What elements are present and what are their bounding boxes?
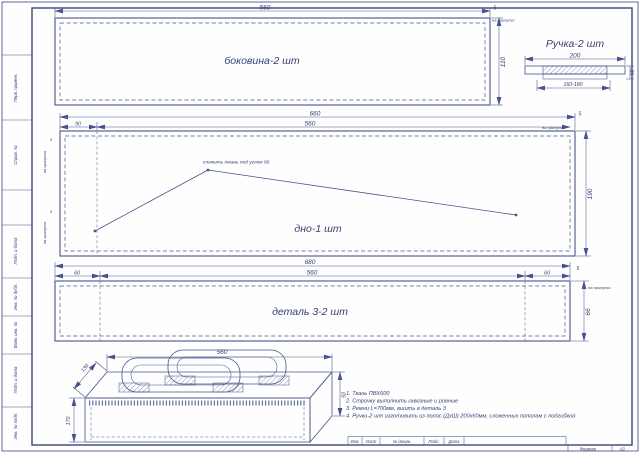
bag-handles — [118, 349, 290, 393]
stamp-col-dokum: № докум. — [393, 439, 411, 444]
fold-vertex-dot — [514, 213, 518, 217]
fold-vertex-dot — [93, 229, 97, 233]
note-line: 1. Ткань ПВХ600 — [346, 391, 390, 397]
bottom-allowance-dim: 5 — [579, 112, 582, 118]
assembly-flap-dim: 50 — [342, 392, 348, 398]
margin-block-label: Перв. примен. — [13, 74, 18, 103]
part3-right-dim: 60 — [544, 271, 550, 277]
part3-inner-dim: 560 — [307, 270, 318, 277]
handle-grip-hatch — [542, 65, 608, 75]
stamp-col-data: Дата — [447, 439, 460, 444]
handle-view: Ручка-2 шт 200 160-180 50 — [524, 38, 636, 91]
format-value: А3 — [618, 446, 625, 451]
part3-left-dim: 60 — [74, 271, 80, 277]
left-margin-column: Перв. примен. Справ. № Подп. и дата Инв.… — [2, 54, 32, 440]
bottom-fold-lines — [93, 168, 518, 233]
bottom-panel-stitch-line — [64, 135, 571, 252]
handle-seam-hatch — [118, 382, 150, 393]
side-panel-allowance-label: на припуски — [492, 18, 515, 23]
part3-extension-lines — [54, 262, 589, 342]
notes-block: 1. Ткань ПВХ600 2. Строчку выполнить скв… — [345, 391, 575, 420]
side-panel-stitch-line — [59, 22, 486, 101]
handle-title: Ручка-2 шт — [546, 38, 604, 50]
handle-range-dim: 160-180 — [563, 82, 582, 88]
part3-outline — [54, 280, 571, 342]
bottom-allowance-dim-left: 5 — [50, 137, 53, 142]
side-panel-height-dim: 110 — [500, 56, 507, 67]
handle-underfold-outline — [542, 73, 608, 80]
assembly-view: 560 130 170 50 — [66, 349, 348, 444]
bag-stitch-dashes — [90, 407, 305, 440]
handle-length-dim: 200 — [569, 53, 581, 60]
part3-total-dim: 680 — [305, 259, 316, 266]
margin-block-label: Взам. инв. № — [13, 321, 18, 348]
part3-height-dim: 66 — [585, 308, 592, 316]
bottom-height-dim: 190 — [587, 188, 594, 199]
title-stamp: Изм. Лист № докум. Подп. Дата — [347, 436, 567, 446]
bottom-panel-outline — [59, 130, 576, 257]
side-panel-label: боковина-2 шт — [224, 55, 299, 67]
bottom-panel-label: дно-1 шт — [294, 223, 341, 235]
handle-seam-hatch — [212, 382, 244, 393]
note-line: 3. Ремни L=700мм, вшить в деталь 3 — [346, 406, 447, 412]
side-panel-view: 560 5 на припуски 110 боковина-2 шт — [54, 5, 515, 106]
stamp-col-list: Лист — [365, 439, 377, 444]
bag-right-face — [309, 370, 333, 444]
format-block: Формат А3 — [567, 445, 625, 451]
part3-label: деталь 3-2 шт — [272, 306, 348, 318]
assembly-height-dim: 170 — [66, 417, 72, 426]
handle-width-dim: 50 — [630, 70, 636, 76]
bottom-allowance-label: на припуски — [542, 125, 565, 130]
handle-seam-hatch — [164, 375, 196, 386]
assembly-length-dim: 560 — [217, 349, 228, 356]
side-panel-allowance-dim: 5 — [494, 6, 497, 12]
margin-block-label: Подп. и дата — [13, 366, 18, 394]
bottom-inner-dim: 560 — [305, 121, 316, 128]
margin-dividers — [2, 54, 32, 408]
bottom-panel-view: 660 90 560 5 на припуски 5 на припуски 5… — [42, 111, 594, 257]
bottom-allowance-dim-left2: 5 — [50, 209, 53, 214]
margin-block-label: Справ. № — [13, 145, 18, 165]
part3-view: 680 60 560 60 5 на припуски деталь 3-2 ш… — [54, 259, 611, 342]
stamp-col-izm: Изм. — [351, 439, 360, 444]
bottom-left-dim: 90 — [75, 122, 81, 128]
bottom-fold-note: сложить ткань под углом 90 — [203, 160, 270, 166]
assembly-depth-dim-line — [73, 362, 97, 390]
bottom-allowance-label-left: на припуски — [42, 150, 47, 173]
bottom-total-dim: 660 — [310, 111, 321, 118]
part3-allowance-dim: 5 — [577, 266, 580, 272]
side-panel-width-dim: 560 — [260, 5, 271, 12]
margin-block-label: Инв. № подл. — [13, 413, 18, 440]
assembly-depth-dim: 130 — [80, 363, 90, 374]
part3-stitch-line — [59, 285, 566, 337]
bottom-allowance-label-left2: на припуски — [42, 221, 47, 244]
margin-block-label: Подп. и дата — [13, 237, 18, 265]
fold-vertex-dot — [206, 168, 210, 172]
format-label: Формат — [580, 446, 597, 451]
note-line: 2. Строчку выполнить сквозные и ровные — [345, 399, 458, 405]
stamp-col-podp: Подп. — [428, 439, 439, 444]
handle-seam-hatch — [258, 375, 290, 386]
part3-allowance-label: на припуски — [588, 285, 611, 290]
note-line: 4. Ручки-2 шт изготовить из полос (ДхШ) … — [346, 413, 575, 420]
margin-block-label: Инв. № дубл. — [13, 284, 18, 310]
side-panel-outline — [54, 17, 491, 106]
